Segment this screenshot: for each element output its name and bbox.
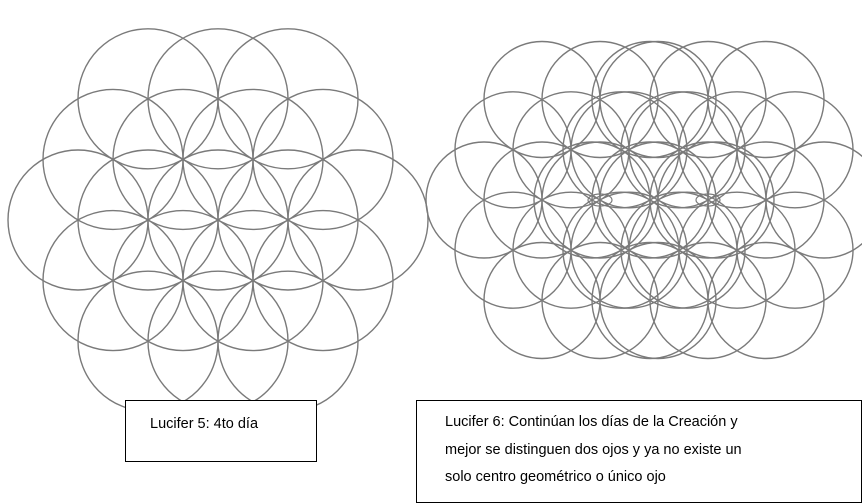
caption-lucifer-5: Lucifer 5: 4to día	[125, 400, 317, 462]
caption-lucifer-6-line-1: Lucifer 6: Continúan los días de la Crea…	[445, 414, 738, 430]
caption-lucifer-6: Lucifer 6: Continúan los días de la Crea…	[416, 400, 862, 503]
circle-right-37	[765, 141, 862, 259]
eye-mark-1	[695, 193, 721, 207]
flower-pattern-lucifer-5	[7, 28, 429, 412]
caption-lucifer-6-line-3: solo centro geométrico o único ojo	[445, 469, 666, 486]
eye-mark-0	[587, 193, 613, 207]
flower-pattern-lucifer-6	[425, 40, 862, 360]
caption-lucifer-6-line-2: mejor se distinguen dos ojos y ya no exi…	[445, 441, 742, 458]
circle-left-18	[287, 149, 429, 291]
caption-lucifer-5-text: Lucifer 5: 4to día	[150, 416, 259, 432]
